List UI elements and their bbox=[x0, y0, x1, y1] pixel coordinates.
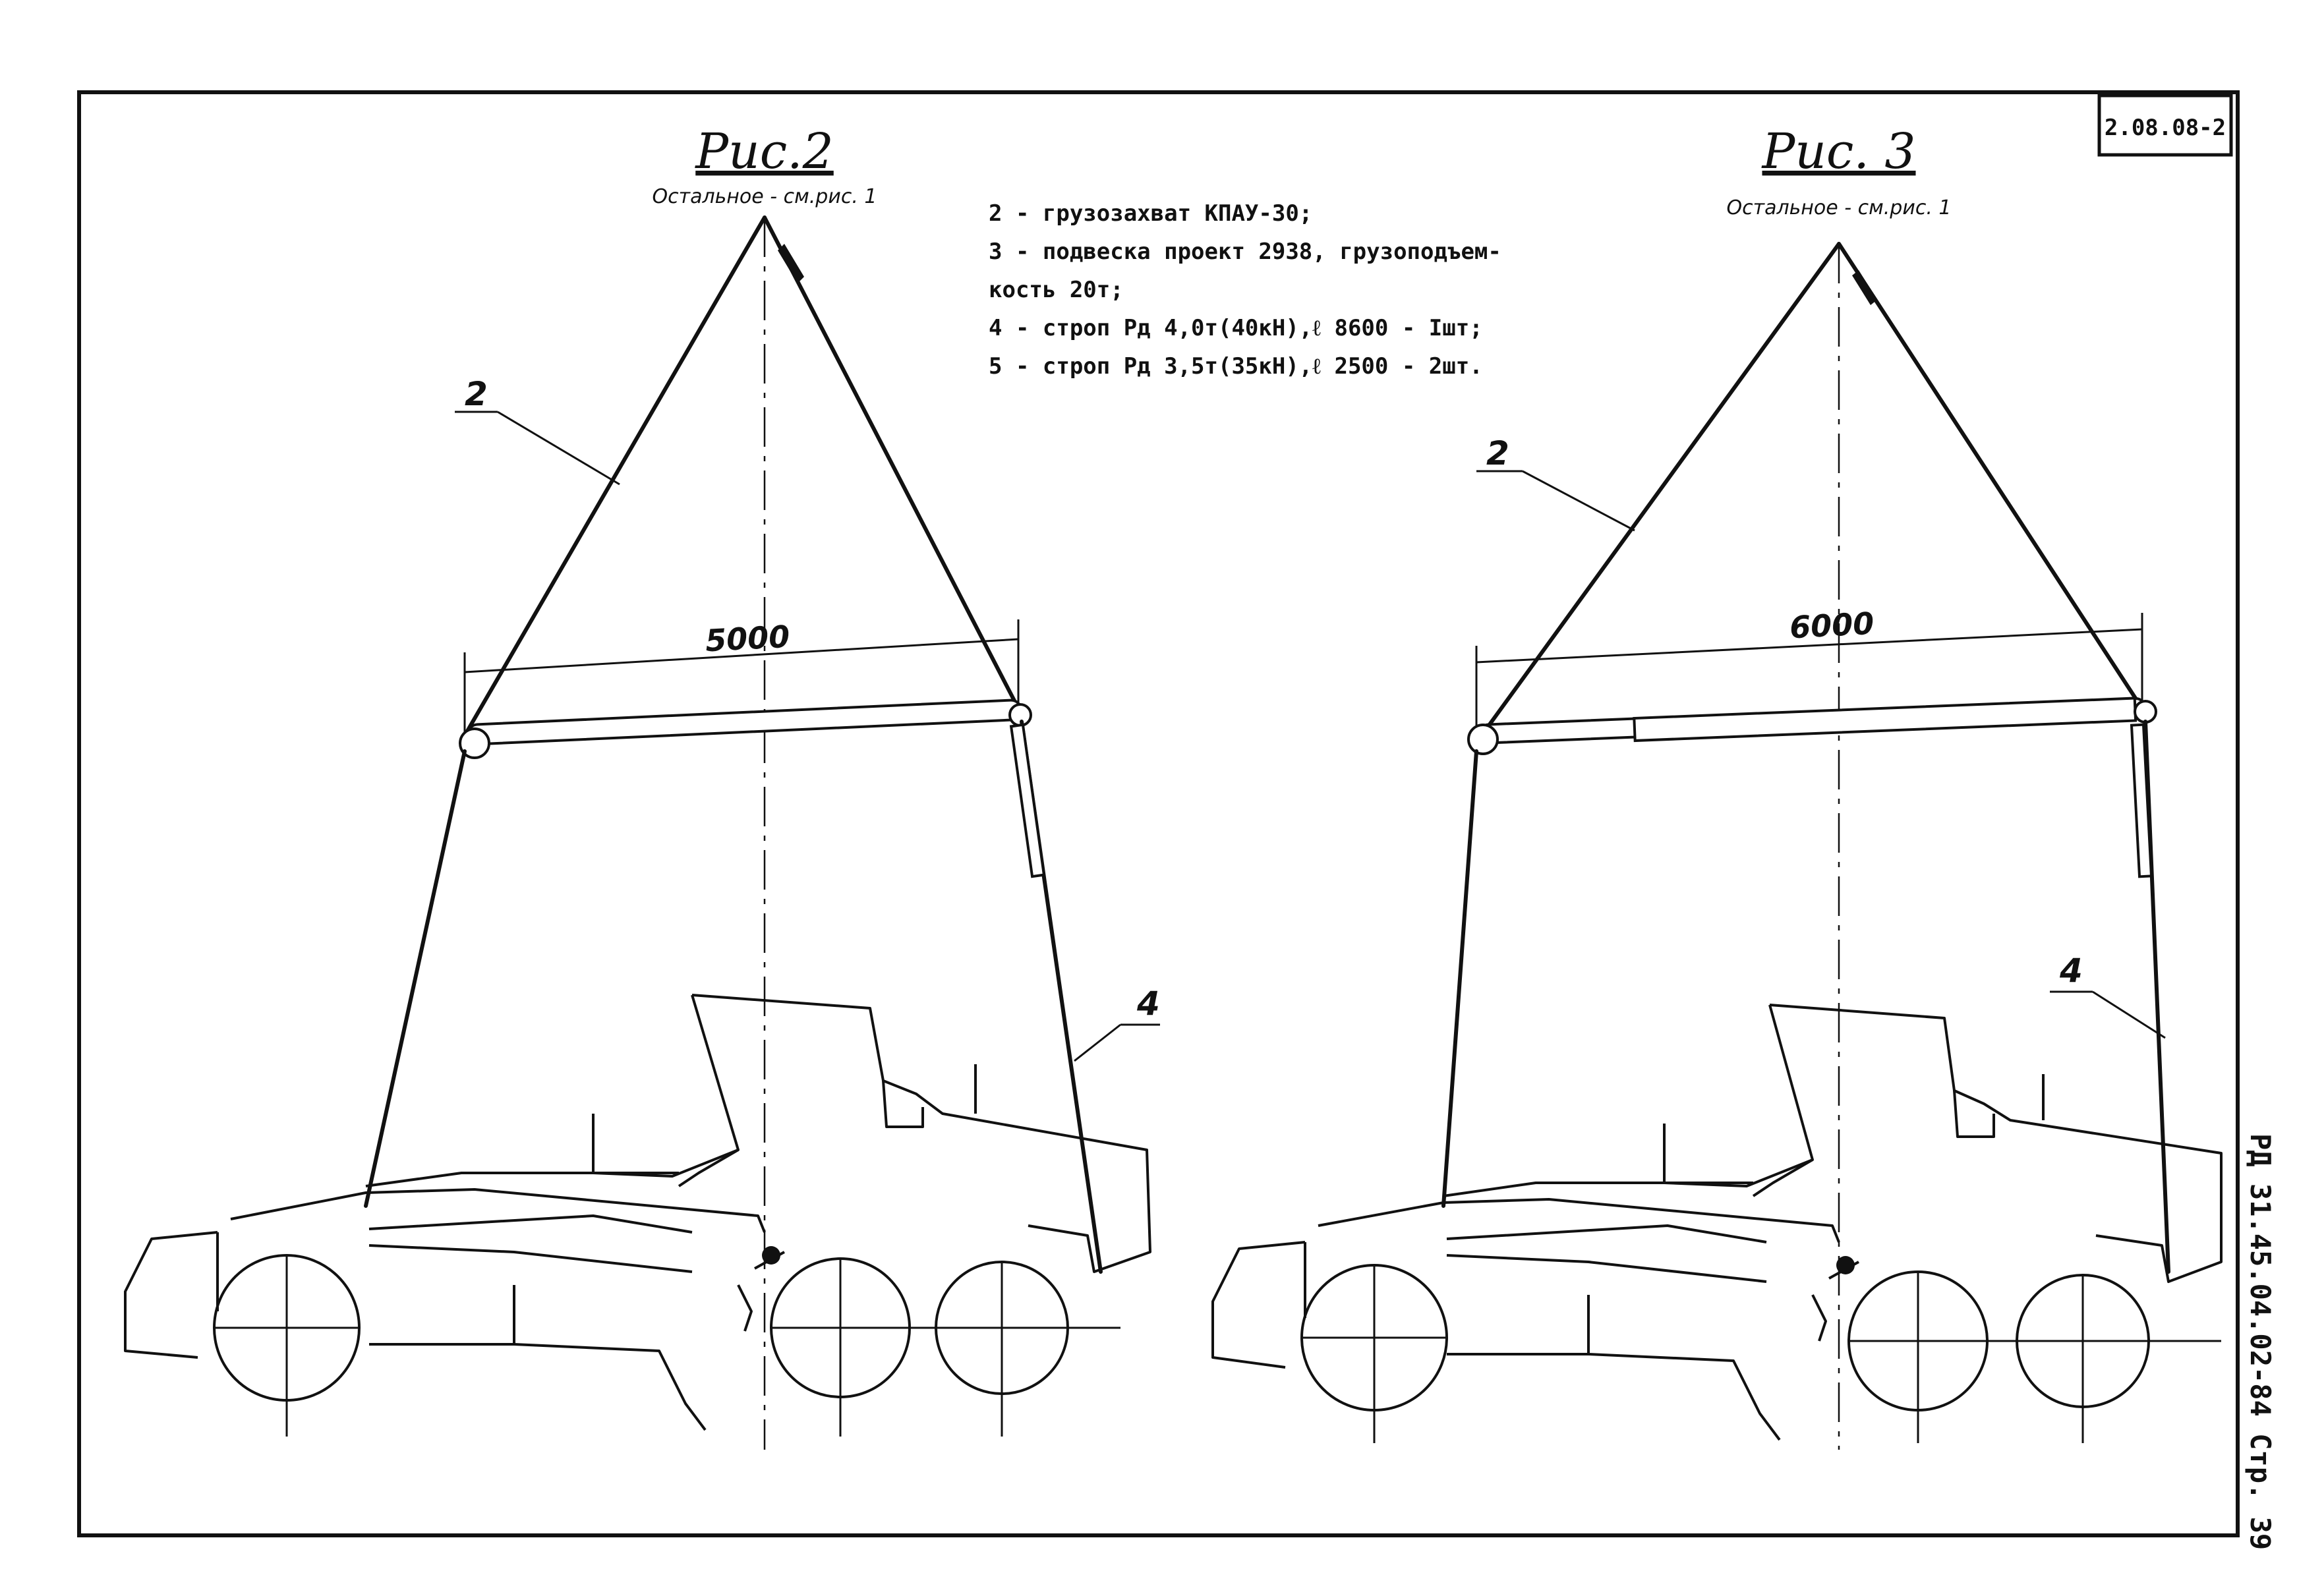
svg-text:4: 4 bbox=[1136, 984, 1160, 1023]
figure-3-callout-2: 2 bbox=[1476, 434, 1635, 532]
figure-3-grader-outline bbox=[1211, 1004, 2223, 1441]
figure-2: Рис.2 Остальное - см.рис. 1 5000 2 bbox=[124, 123, 1160, 1450]
legend-item-5: 5 - строп Рд 3,5т(35кН),ℓ 2500 - 2шт. bbox=[989, 353, 1483, 380]
figure-3-callout-4: 4 bbox=[2050, 952, 2166, 1039]
figure-2-sling-right bbox=[763, 215, 1020, 710]
legend-item-3: кость 20т; bbox=[989, 277, 1124, 303]
figure-3-subtitle: Остальное - см.рис. 1 bbox=[1726, 196, 1951, 219]
figure-3-shackle bbox=[1852, 270, 1877, 305]
figure-3-sling-left bbox=[1478, 242, 1841, 740]
figure-3-sling-front bbox=[1441, 749, 1478, 1208]
figure-2-grader-outline bbox=[124, 994, 1151, 1431]
figure-2-callout-4: 4 bbox=[1074, 984, 1160, 1062]
sheet-code-box: 2.08.08-2 bbox=[2097, 94, 2233, 157]
figure-2-spreader-beam bbox=[459, 698, 1032, 759]
sheet-code: 2.08.08-2 bbox=[2105, 115, 2226, 141]
legend-item-1: 2 - грузозахват КПАУ-30; bbox=[989, 200, 1312, 227]
figure-3: Рис. 3 Остальное - см.рис. 1 6000 2 4 bbox=[1211, 123, 2223, 1450]
side-stamp: РД 31.45.04.02-84 Стр. 39 bbox=[2244, 1133, 2277, 1550]
figure-2-sling-front bbox=[364, 749, 467, 1208]
figure-2-title: Рис.2 bbox=[694, 123, 834, 180]
figure-2-dimension-value: 5000 bbox=[705, 619, 791, 659]
svg-text:4: 4 bbox=[2059, 952, 2083, 990]
figure-3-dimension-value: 6000 bbox=[1789, 606, 1875, 646]
legend: 2 - грузозахват КПАУ-30; 3 - подвеска пр… bbox=[989, 200, 1501, 380]
figure-2-subtitle: Остальное - см.рис. 1 bbox=[652, 185, 877, 208]
sheet-frame bbox=[77, 90, 2240, 1537]
figure-3-spreader-beam bbox=[1467, 697, 2157, 755]
svg-text:2: 2 bbox=[465, 375, 488, 413]
figure-3-title: Рис. 3 bbox=[1760, 123, 1915, 180]
figure-2-callout-2: 2 bbox=[455, 375, 620, 486]
figure-3-wheels bbox=[1300, 1256, 2221, 1443]
legend-item-4: 4 - строп Рд 4,0т(40кН),ℓ 8600 - Iшт; bbox=[989, 315, 1483, 341]
figure-2-shackle bbox=[778, 244, 804, 283]
figure-2-dimension: 5000 bbox=[463, 619, 1020, 741]
figure-3-sling-right bbox=[1837, 242, 2144, 710]
legend-item-2: 3 - подвеска проект 2938, грузоподъем- bbox=[989, 239, 1501, 265]
figure-3-dimension: 6000 bbox=[1475, 606, 2143, 738]
svg-text:2: 2 bbox=[1486, 434, 1509, 472]
figure-2-wheels bbox=[213, 1246, 1120, 1437]
